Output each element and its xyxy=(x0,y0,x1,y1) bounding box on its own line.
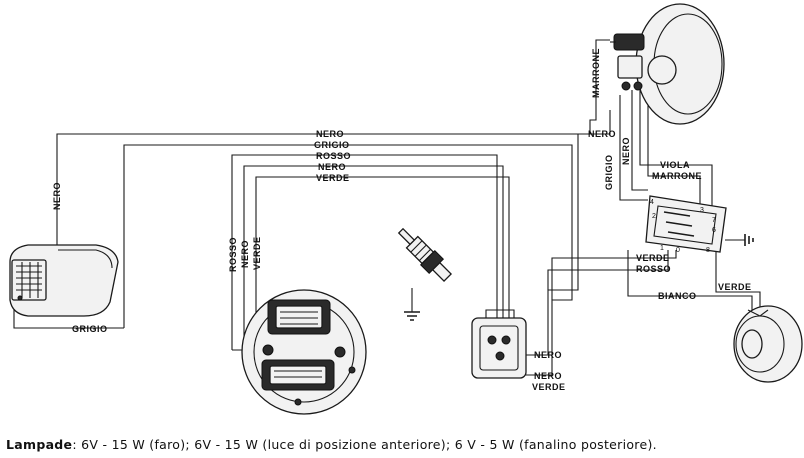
tail-light xyxy=(9,244,119,317)
tail-light-lens-grid xyxy=(16,262,42,298)
label-stator-nero: NERO xyxy=(240,240,250,268)
switch-terminal-8: 8 xyxy=(706,247,710,254)
label-horn-verde: VERDE xyxy=(718,282,752,292)
switch-terminal-6: 6 xyxy=(712,227,716,234)
label-stator-verde: VERDE xyxy=(252,236,262,270)
wire-viola xyxy=(639,90,713,210)
ignition-coil xyxy=(471,309,527,379)
lamp-caption: Lampade: 6V - 15 W (faro); 6V - 15 W (lu… xyxy=(6,437,657,452)
switch-terminal-3: 3 xyxy=(700,207,704,214)
switch-terminal-0: 0 xyxy=(676,247,680,254)
label-rosso-top: ROSSO xyxy=(316,151,351,161)
label-nero2-top: NERO xyxy=(318,162,346,172)
wire-verde-top xyxy=(255,176,510,340)
wire-bianco xyxy=(627,250,753,310)
label-right-nero-v: NERO xyxy=(621,137,631,165)
label-stator-rosso: ROSSO xyxy=(228,237,238,272)
headlight xyxy=(610,3,725,125)
spark-plug xyxy=(397,227,453,321)
label-mid-verde: VERDE xyxy=(636,253,670,263)
wire-mid-rosso xyxy=(547,250,669,290)
magneto-stator xyxy=(241,289,367,415)
switch-terminal-7: 7 xyxy=(712,217,716,224)
wire-labels: NERO GRIGIO ROSSO NERO VERDE NERO GRIGIO… xyxy=(52,48,752,392)
label-coil-verde: VERDE xyxy=(532,382,566,392)
wire-horn-verde xyxy=(715,248,761,310)
label-nero-top: NERO xyxy=(316,129,344,139)
label-grigio-top: GRIGIO xyxy=(314,140,350,150)
label-switch-marrone: MARRONE xyxy=(652,171,702,181)
label-left-nero: NERO xyxy=(52,182,62,210)
label-tail-grigio: GRIGIO xyxy=(72,324,108,334)
label-coil-nero2: NERO xyxy=(534,371,562,381)
wire-mid-verde xyxy=(551,250,677,300)
light-switch: 4 2 1 0 3 7 6 8 xyxy=(645,195,754,254)
wire-right-grigio-v xyxy=(619,95,648,201)
wire-right-nero-h xyxy=(578,110,611,135)
switch-terminal-1: 1 xyxy=(660,245,664,252)
wire-nero2-top xyxy=(243,165,504,345)
label-verde-top: VERDE xyxy=(316,173,350,183)
label-right-nero-h: NERO xyxy=(588,129,616,139)
label-head-marrone: MARRONE xyxy=(591,48,601,98)
switch-terminal-2: 2 xyxy=(652,213,656,220)
wire-right-nero-v xyxy=(631,90,648,191)
wire-nero-top xyxy=(56,133,579,356)
label-right-grigio-v: GRIGIO xyxy=(604,154,614,190)
label-bianco: BIANCO xyxy=(658,291,697,301)
label-mid-rosso: ROSSO xyxy=(636,264,671,274)
caption-heading: Lampade xyxy=(6,437,73,452)
wire-head-marrone xyxy=(589,39,610,134)
label-coil-nero1: NERO xyxy=(534,350,562,360)
wire-grigio-top xyxy=(123,144,573,376)
horn xyxy=(733,305,803,383)
wire-rosso-top xyxy=(231,154,498,350)
caption-text: : 6V - 15 W (faro); 6V - 15 W (luce di p… xyxy=(72,437,657,452)
label-viola: VIOLA xyxy=(660,160,690,170)
switch-terminal-4: 4 xyxy=(650,199,654,206)
wire-marrone-switch xyxy=(647,100,701,210)
